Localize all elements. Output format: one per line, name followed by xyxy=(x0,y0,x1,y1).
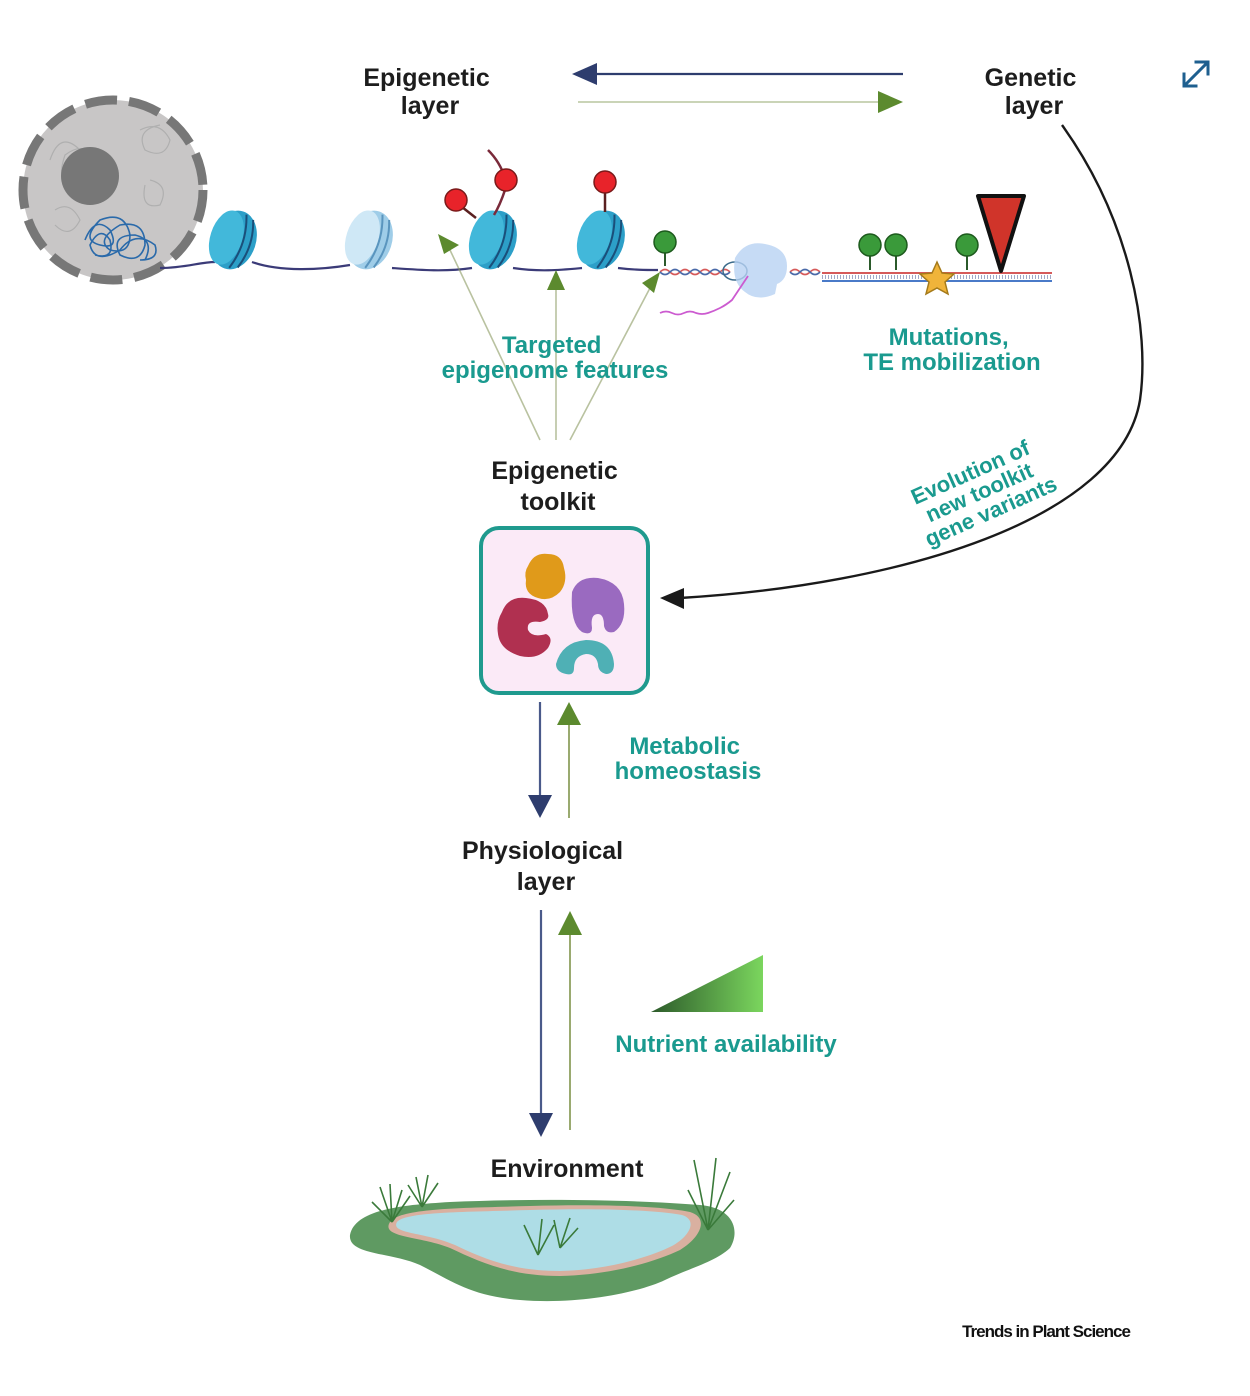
protein-orange xyxy=(525,553,566,600)
expand-arrows-icon xyxy=(1182,60,1210,88)
arrow-environment-to-physiological xyxy=(558,911,582,1130)
rna-polymerase xyxy=(734,243,787,298)
protein-red xyxy=(497,597,551,657)
physiological-layer-label: Physiological layer xyxy=(462,837,630,896)
journal-credit: Trends in Plant Science xyxy=(962,1322,1130,1341)
mutation-star-icon xyxy=(918,260,956,296)
arrow-physiological-to-toolkit xyxy=(557,702,581,818)
epigenetic-toolkit-label: Epigenetic toolkit xyxy=(491,457,624,516)
epigenetic-layer-label: Epigenetic layer xyxy=(363,64,496,120)
nutrient-availability-label: Nutrient availability xyxy=(615,1031,837,1058)
arrowhead xyxy=(642,272,660,293)
arrow-genetic-to-epigenetic xyxy=(572,63,903,85)
nucleosome xyxy=(576,210,625,270)
nucleosome-faded xyxy=(344,210,393,270)
dna-linker xyxy=(159,260,659,272)
targeted-features-label: Targeted epigenome features xyxy=(442,332,669,384)
nucleosome xyxy=(468,210,517,270)
arrowhead xyxy=(438,234,459,254)
pond-illustration xyxy=(349,1157,735,1302)
mrna-strand xyxy=(659,275,749,316)
genetic-layer-label: Genetic layer xyxy=(985,64,1084,120)
evolution-label: Evolution of new toolkit gene variants xyxy=(903,431,1061,552)
protein-purple xyxy=(571,577,625,634)
arrowhead xyxy=(547,270,565,290)
dna-methylation-mark xyxy=(653,230,677,266)
targeted-feature-arrows xyxy=(449,249,651,441)
nucleosome xyxy=(208,210,257,270)
dna-methylation-mark xyxy=(858,233,979,270)
histone-tail xyxy=(487,149,518,216)
environment-label: Environment xyxy=(491,1155,644,1183)
transposon-insertion-icon xyxy=(976,194,1026,273)
dna-helix xyxy=(659,268,821,276)
arrow-physiological-to-environment xyxy=(529,910,553,1137)
metabolic-homeostasis-label: Metabolic homeostasis xyxy=(615,733,762,785)
protein-teal xyxy=(556,640,614,675)
epigenetic-toolkit-box xyxy=(479,526,650,695)
nutrient-gradient-wedge xyxy=(651,955,763,1012)
histone-mark xyxy=(593,170,617,212)
arrow-toolkit-to-physiological xyxy=(528,702,552,818)
cell-nucleus xyxy=(18,95,208,285)
arrow-epigenetic-to-genetic xyxy=(578,91,903,113)
evolution-arrow xyxy=(679,124,1144,600)
expand-button[interactable] xyxy=(1178,56,1214,92)
mutations-label: Mutations, TE mobilization xyxy=(863,324,1040,376)
histone-mark xyxy=(444,188,477,219)
chromatin-tangle xyxy=(84,216,157,261)
